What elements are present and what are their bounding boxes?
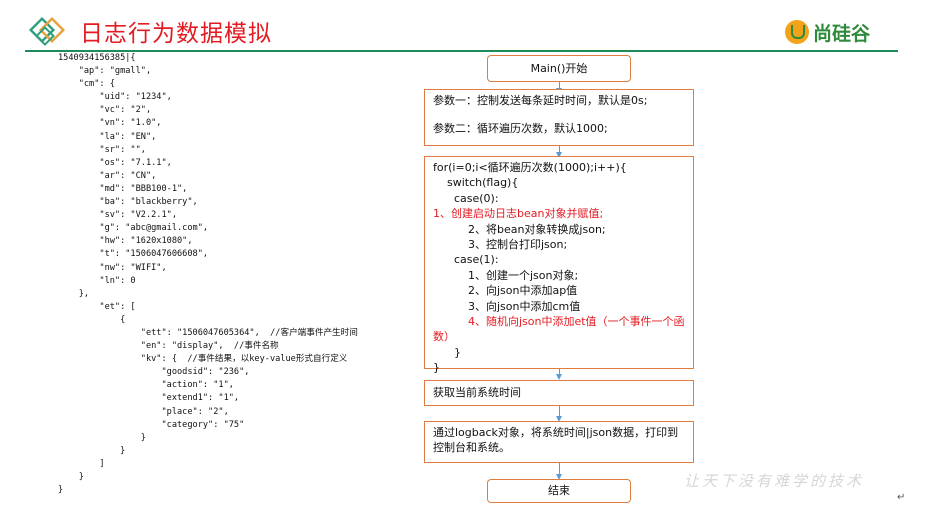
- code-line: },: [58, 288, 90, 299]
- code-line: "la": "EN",: [58, 131, 157, 142]
- brand-badge-icon: [785, 20, 809, 44]
- code-line: "md": "BBB100-1",: [58, 183, 188, 194]
- loop-line: switch(flag){: [433, 176, 519, 190]
- return-mark-icon: ↵: [897, 492, 906, 503]
- flow-output-box: 通过logback对象，将系统时间|json数据，打印到控制台和系统。: [424, 421, 694, 463]
- flow-get-time-label: 获取当前系统时间: [433, 386, 521, 399]
- code-line: "t": "1506047606608",: [58, 249, 209, 260]
- code-line: "kv": { //事件结果，以key-value形式自行定义: [58, 354, 348, 365]
- code-line: "place": "2",: [58, 406, 229, 417]
- loop-line: }: [433, 361, 440, 375]
- flow-arrow: [556, 463, 562, 480]
- flow-end: 结束: [487, 479, 631, 503]
- code-line: "ba": "blackberry",: [58, 197, 198, 208]
- code-line: "et": [: [58, 301, 136, 312]
- code-line: "os": "7.1.1",: [58, 157, 172, 168]
- code-line: "ln": 0: [58, 275, 136, 286]
- loop-line: }: [433, 345, 461, 359]
- code-line: "action": "1",: [58, 380, 234, 391]
- code-line: "en": "display", //事件名称: [58, 341, 279, 352]
- brand-logo: 尚硅谷: [785, 18, 870, 46]
- code-line: }: [58, 485, 64, 496]
- flow-arrow: [556, 82, 562, 94]
- code-line: ]: [58, 458, 105, 469]
- flow-arrow: [556, 369, 562, 380]
- loop-line: for(i=0;i<循环遍历次数(1000);i++){: [433, 161, 627, 174]
- code-line: "vc": "2",: [58, 105, 152, 116]
- loop-line: 2、将bean对象转换成json;: [433, 222, 606, 236]
- param-line: 参数二：循环遍历次数，默认1000;: [433, 122, 608, 135]
- code-line: 1540934156385|{: [58, 53, 136, 63]
- logo-diamonds-icon: [28, 16, 66, 46]
- code-line: "ar": "CN",: [58, 170, 157, 181]
- code-line: "cm": {: [58, 79, 115, 90]
- code-line: {: [58, 314, 126, 325]
- loop-line: 3、向json中添加cm值: [433, 299, 581, 313]
- loop-line: 2、向json中添加ap值: [433, 284, 578, 298]
- flow-arrow: [556, 406, 562, 422]
- loop-line: case(0):: [433, 191, 499, 205]
- brand-name: 尚硅谷: [813, 22, 871, 45]
- code-line: "ett": "1506047605364", //客户端事件产生时间: [58, 327, 358, 338]
- loop-line: 1、创建一个json对象;: [433, 268, 579, 282]
- loop-line: 1、创建启动日志bean对象并赋值;: [433, 207, 604, 221]
- param-line: [433, 108, 685, 121]
- flow-start: Main()开始: [487, 55, 631, 82]
- code-line: "vn": "1.0",: [58, 118, 162, 129]
- code-line: }: [58, 445, 126, 456]
- flow-output-label: 通过logback对象，将系统时间|json数据，打印到控制台和系统。: [433, 426, 679, 454]
- code-line: }: [58, 472, 84, 482]
- code-line: "category": "75": [58, 419, 245, 430]
- loop-line: 4、随机向json中添加et值（一个事件一个函数）: [433, 315, 685, 344]
- code-line: "ap": "gmall",: [58, 66, 152, 77]
- code-line: "g": "abc@gmail.com",: [58, 223, 209, 234]
- flow-start-label: Main()开始: [530, 62, 588, 75]
- code-line: "extend1": "1",: [58, 393, 240, 404]
- loop-line: 3、控制台打印json;: [433, 238, 568, 252]
- flow-params-box: 参数一：控制发送每条延时时间，默认是0s; 参数二：循环遍历次数，默认1000;: [424, 89, 694, 146]
- code-line: "goodsid": "236",: [58, 367, 250, 378]
- param-line: 参数一：控制发送每条延时时间，默认是0s;: [433, 94, 648, 107]
- code-line: "hw": "1620x1080",: [58, 236, 193, 247]
- page-title: 日志行为数据模拟: [80, 21, 272, 47]
- json-sample-code: 1540934156385|{ "ap": "gmall", "cm": { "…: [58, 52, 398, 504]
- header-divider: [25, 50, 898, 52]
- code-line: "sv": "V2.2.1",: [58, 210, 177, 221]
- slogan-watermark: 让天下没有难学的技术: [684, 472, 865, 490]
- loop-line: case(1):: [433, 253, 499, 267]
- code-line: "uid": "1234",: [58, 92, 172, 103]
- flow-end-label: 结束: [548, 484, 570, 497]
- flow-loop-box: for(i=0;i<循环遍历次数(1000);i++){ switch(flag…: [424, 156, 694, 374]
- flow-arrow: [556, 146, 562, 158]
- code-line: }: [58, 432, 146, 443]
- flow-get-time-box: 获取当前系统时间: [424, 380, 694, 406]
- code-line: "nw": "WIFI",: [58, 262, 167, 273]
- code-line: "sr": "",: [58, 144, 146, 155]
